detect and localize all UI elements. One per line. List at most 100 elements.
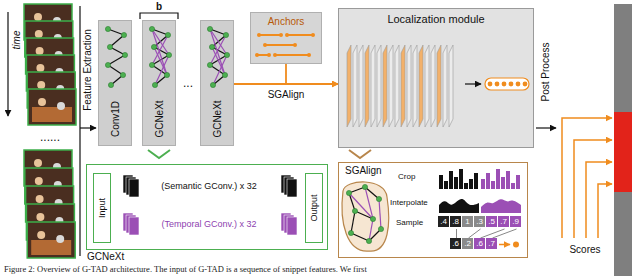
feature-slice: [353, 45, 357, 127]
feature-bracket: [79, 6, 80, 256]
score-arrow: [574, 140, 612, 238]
graph-vertex: [362, 184, 367, 189]
graph-hull: [342, 182, 389, 251]
sample-link: [469, 229, 481, 238]
time-arrow: [7, 12, 8, 116]
graph-vertex: [207, 26, 212, 31]
frame-player: [56, 235, 64, 243]
anchor-end: [311, 33, 315, 37]
step-label: Crop: [398, 172, 415, 181]
histogram-bar: [444, 181, 448, 189]
histogram-bar: [459, 169, 463, 189]
graph-edge: [108, 55, 125, 65]
graph-vertex: [222, 72, 227, 77]
feature-slice: [401, 45, 405, 127]
feature-slice: [425, 45, 429, 127]
graph-vertex: [105, 26, 110, 31]
histogram-bar: [481, 179, 485, 189]
connector-label: SGAlign: [266, 89, 307, 101]
frame-image: [27, 222, 75, 258]
histogram-bar: [486, 173, 490, 189]
histogram-bar: [469, 179, 473, 189]
stage-label: Post Process: [540, 43, 552, 102]
node-text: (Temporal GConv.) x 32: [162, 219, 257, 229]
histogram-bar: [491, 181, 495, 189]
timeline-bar: [614, 4, 632, 276]
frame-player: [35, 30, 43, 38]
node-text: GCNeXt: [87, 251, 124, 263]
graph-edge: [152, 29, 167, 75]
graph-vertex: [165, 32, 170, 37]
graph-vertex: [149, 26, 154, 31]
graph-vertex: [370, 216, 375, 221]
interpolated-curve: [481, 199, 521, 213]
value-cell: .3: [474, 216, 485, 227]
graph-edge: [379, 199, 381, 229]
graph-vertex: [207, 62, 212, 67]
score-arrow: [598, 184, 612, 238]
node-text: Anchors: [268, 16, 305, 28]
graph-vertex: [151, 44, 156, 49]
frame-player: [37, 231, 45, 239]
graph-vertex: [120, 72, 125, 77]
step-label: Sample: [396, 218, 423, 227]
ellipsis: ...: [183, 77, 193, 91]
gconv-block: [287, 179, 297, 197]
gconv-block: [129, 179, 139, 197]
frame-image: [28, 89, 76, 125]
graph-vertex: [378, 226, 383, 231]
stage-label: Feature Extraction: [82, 29, 94, 111]
sample-link: [456, 229, 457, 238]
graph-vertex: [376, 196, 381, 201]
input-box: Input: [93, 173, 111, 243]
histogram-bar: [501, 177, 505, 189]
anchor-end: [263, 43, 267, 47]
output-dot: [513, 242, 519, 248]
frame-player: [36, 47, 44, 55]
graph-vertex: [209, 44, 214, 49]
histogram-bar: [511, 183, 515, 189]
gcnext-detail-box: GCNeXtInput(Semantic GConv.) x 32(Tempor…: [86, 164, 328, 250]
action-segment: [614, 112, 632, 192]
node-text: Localization module: [387, 13, 484, 26]
score-dot: [509, 82, 514, 87]
feature-slice: [437, 45, 441, 127]
detail-chevron: [148, 150, 170, 158]
semantic-gconv-row: (Semantic GConv.) x 32: [121, 173, 297, 199]
temporal-gconv-row: (Temporal GConv.) x 32: [121, 211, 297, 237]
histogram-bar: [439, 175, 443, 189]
graph-edge: [351, 233, 369, 241]
figure-caption: Figure 2: Overview of G-TAD architecture…: [4, 265, 367, 274]
feature-slice: [419, 45, 423, 127]
video-frame: [27, 222, 75, 258]
ellipsis: ......: [40, 131, 60, 145]
value-cell: 1: [462, 216, 473, 227]
graph-edge: [369, 219, 373, 241]
frame-player: [34, 159, 42, 167]
score-dot: [495, 82, 500, 87]
anchor-segment: [275, 54, 309, 56]
node-text: GCNeXt: [154, 100, 166, 137]
anchor-segment: [259, 34, 281, 36]
anchor-end: [257, 33, 261, 37]
graph-vertex: [121, 32, 126, 37]
frame-player: [57, 102, 65, 110]
score-dot: [523, 82, 528, 87]
feature-slice: [449, 45, 453, 127]
localization-box: Localization module: [338, 8, 534, 148]
feature-slice: [359, 45, 363, 127]
score-strip: [485, 78, 529, 90]
frame-player: [38, 98, 46, 106]
anchor-segment: [265, 44, 295, 46]
anchors-box: Anchors: [250, 12, 322, 64]
frame-player: [37, 81, 45, 89]
feature-slice: [365, 45, 369, 127]
anchor-end: [255, 53, 259, 57]
anchor-end: [285, 33, 289, 37]
graph-vertex: [166, 52, 171, 57]
graph-edge: [355, 211, 373, 219]
frame-player: [36, 64, 44, 72]
feature-slice: [389, 45, 393, 127]
score-arrow: [586, 162, 612, 238]
node-text: Input: [97, 198, 107, 218]
